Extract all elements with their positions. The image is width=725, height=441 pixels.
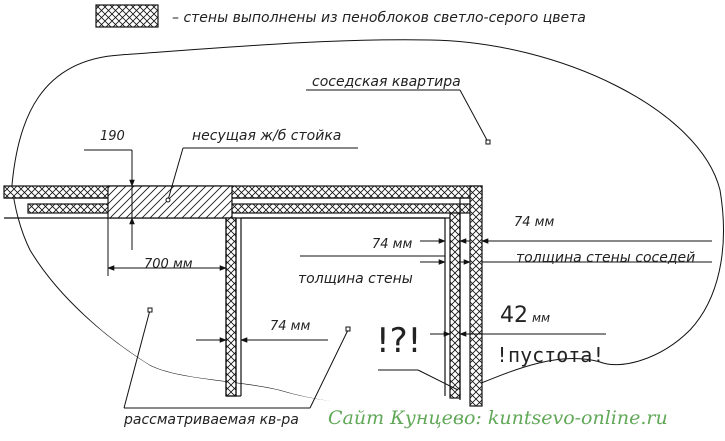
considered-label: рассматриваемая кв-ра: [123, 307, 351, 428]
right-wall-outer: [469, 185, 483, 407]
dim-74-top-label: 74 мм: [372, 237, 412, 252]
dim-42-value: 42: [500, 303, 528, 328]
neighbor-wall-thickness-label: толщина стены соседей: [516, 250, 695, 266]
dim-190-label: 190: [100, 129, 125, 144]
top-wall-outer: [3, 185, 483, 199]
dim-74-right: 74 мм толщина стены соседей: [460, 215, 712, 266]
neighbor-label: соседская квартира: [306, 74, 491, 145]
column-label: несущая ж/б стойка: [165, 128, 358, 203]
dim-700: 700 мм: [107, 218, 227, 276]
column-label-text: несущая ж/б стойка: [192, 128, 341, 144]
neighbor-apartment-label: соседская квартира: [312, 74, 461, 90]
dim-74-right-label: 74 мм: [514, 215, 554, 230]
legend: – стены выполнены из пеноблоков светло-с…: [95, 4, 586, 28]
considered-apartment-label: рассматриваемая кв-ра: [123, 412, 299, 428]
dim-42: 42 мм !пустота!: [430, 303, 606, 367]
top-wall-inner: [27, 203, 471, 214]
dim-74-inner: 74 мм: [196, 319, 328, 343]
dim-42-unit: мм: [532, 311, 550, 325]
wall-thickness-label: толщина стены: [298, 271, 413, 287]
legend-text: – стены выполнены из пеноблоков светло-с…: [172, 10, 586, 26]
void-label: !пустота!: [496, 343, 604, 367]
dim-74-inner-label: 74 мм: [270, 319, 310, 334]
dim-74-top: 74 мм толщина стены: [298, 237, 470, 287]
legend-hatch-swatch: [95, 4, 159, 28]
dim-190: 190: [84, 129, 135, 250]
site-watermark: Сайт Кунцево: kuntsevo-online.ru: [328, 407, 668, 429]
inner-partition-wall: [225, 217, 237, 397]
neighbor-apartment-outline: [11, 39, 724, 404]
question-marks: !?!: [376, 321, 421, 361]
dim-700-label: 700 мм: [144, 257, 193, 272]
load-bearing-column: [107, 185, 233, 219]
right-wall-inner: [449, 212, 461, 399]
